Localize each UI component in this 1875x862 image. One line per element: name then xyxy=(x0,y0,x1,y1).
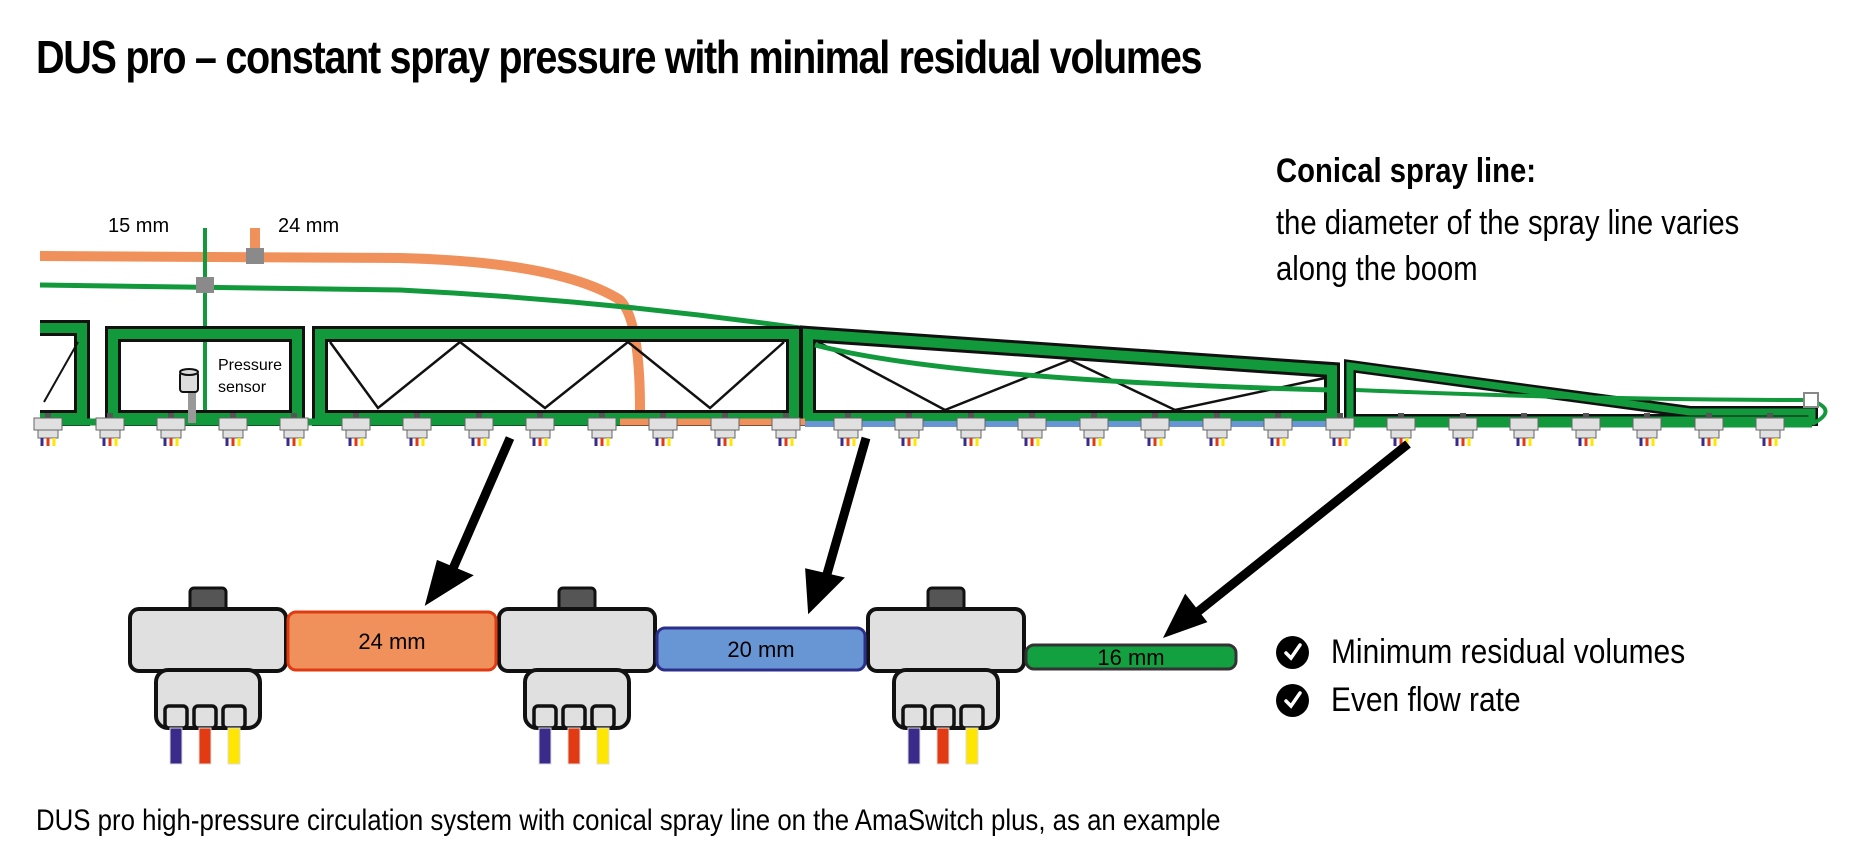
arrow-24mm xyxy=(443,436,515,582)
benefit-item: Even flow rate xyxy=(1276,676,1733,724)
benefit-item: Minimum residual volumes xyxy=(1276,628,1733,676)
boom-nozzle xyxy=(1140,413,1170,446)
supply-coupling-orange xyxy=(246,248,264,264)
boom-nozzle xyxy=(1263,413,1293,446)
boom-section-2 xyxy=(105,326,305,426)
pressure-sensor-label-line2: sensor xyxy=(218,379,267,396)
nozzle-body xyxy=(866,586,1026,765)
pipe-segment-24mm: 24 mm xyxy=(286,610,498,672)
boom-nozzle xyxy=(218,413,248,446)
supply-coupling-green xyxy=(196,277,214,293)
boom-nozzle xyxy=(1202,413,1232,446)
supply-line-label-15mm: 15 mm xyxy=(108,215,169,237)
figure-caption: DUS pro high-pressure circulation system… xyxy=(36,804,1221,837)
boom-nozzle xyxy=(587,413,617,446)
pipe-segment-label: 16 mm xyxy=(1097,645,1164,670)
boom-nozzle xyxy=(525,413,555,446)
benefit-text: Even flow rate xyxy=(1331,680,1521,719)
pipe-segment-label: 20 mm xyxy=(727,637,794,662)
boom-section-5 xyxy=(1344,359,1828,426)
boom-nozzle xyxy=(1448,413,1478,446)
supply-line-label-24mm: 24 mm xyxy=(278,215,339,237)
boom-nozzle xyxy=(1325,413,1355,446)
boom-nozzle xyxy=(341,413,371,446)
boom-nozzle xyxy=(1509,413,1539,446)
pressure-sensor xyxy=(179,368,199,423)
conical-spray-line-heading: Conical spray line: xyxy=(1276,152,1537,190)
boom-nozzle xyxy=(33,413,63,446)
boom-section-4 xyxy=(800,325,1340,426)
boom-nozzle xyxy=(279,413,309,446)
nozzle-body xyxy=(497,586,657,765)
pipe-segment-20mm: 20 mm xyxy=(655,626,867,672)
pipe-segment-16mm: 16 mm xyxy=(1024,643,1238,671)
boom-nozzle xyxy=(95,413,125,446)
pipe-segment-label: 24 mm xyxy=(358,629,425,654)
arrow-16mm xyxy=(1187,440,1411,622)
boom-nozzle xyxy=(833,413,863,446)
boom-nozzle-row xyxy=(33,413,1785,446)
boom-nozzle xyxy=(771,413,801,446)
pressure-sensor-label-line1: Pressure xyxy=(218,357,282,374)
boom-nozzle xyxy=(1632,413,1662,446)
conical-spray-line-description: the diameter of the spray line varies al… xyxy=(1276,204,1740,288)
boom-section-3 xyxy=(312,326,802,426)
boom-nozzle xyxy=(156,413,186,446)
check-circle-icon xyxy=(1276,635,1309,669)
boom-nozzle xyxy=(648,413,678,446)
arrows xyxy=(424,436,1411,639)
benefits-list: Minimum residual volumes Even flow rate xyxy=(1276,628,1733,724)
boom-nozzle xyxy=(1079,413,1109,446)
boom-section-1 xyxy=(40,320,90,426)
boom-nozzle xyxy=(464,413,494,446)
boom-nozzle xyxy=(1386,413,1416,446)
boom-nozzle xyxy=(1694,413,1724,446)
benefit-text: Minimum residual volumes xyxy=(1331,632,1686,671)
arrow-20mm xyxy=(818,436,871,590)
boom-nozzle xyxy=(1571,413,1601,446)
nozzle-detail: 24 mm 20 mm 16 mm xyxy=(128,586,1238,765)
boom-nozzle xyxy=(402,413,432,446)
nozzle-body xyxy=(128,586,288,765)
boom-nozzle xyxy=(710,413,740,446)
boom-nozzle xyxy=(1017,413,1047,446)
boom-nozzle xyxy=(1755,413,1785,446)
check-circle-icon xyxy=(1276,683,1309,717)
boom-nozzle xyxy=(956,413,986,446)
page-title: DUS pro – constant spray pressure with m… xyxy=(36,31,1203,83)
boom-nozzle xyxy=(894,413,924,446)
green-supply-line xyxy=(39,282,801,331)
